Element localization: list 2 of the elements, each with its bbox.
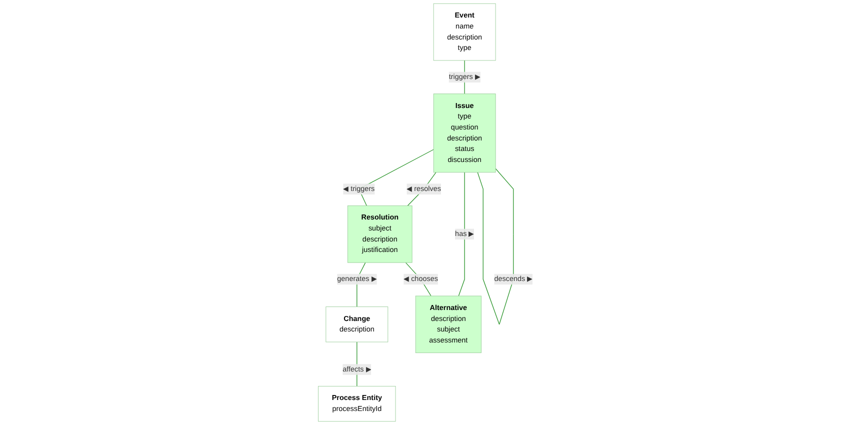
connector — [477, 168, 514, 325]
connector — [458, 172, 465, 296]
